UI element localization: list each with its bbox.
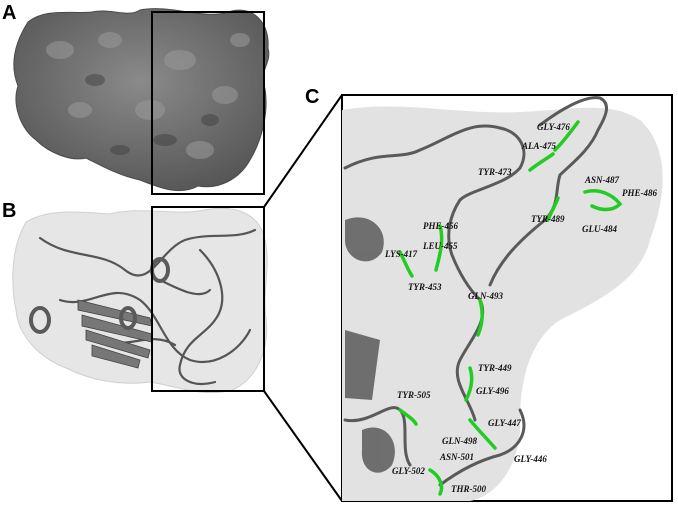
residue-label: TYR-505 (397, 390, 431, 400)
residue-label: PHE-486 (622, 188, 657, 198)
panel-b-cartoon (12, 94, 343, 502)
residue-label: THR-500 (451, 484, 486, 494)
zoom-line-bottom (263, 390, 343, 502)
panel-c-letter: C (305, 86, 320, 108)
residue-label: GLY-476 (537, 122, 570, 132)
residue-label: ASN-501 (439, 452, 474, 462)
residue-label: ALA-475 (521, 141, 557, 151)
panel-c-zoom: GLY-476 ALA-475 TYR-473 ASN-487 PHE-486 … (341, 94, 673, 502)
residue-label: TYR-449 (478, 363, 512, 373)
residue-labels: GLY-476 ALA-475 TYR-473 ASN-487 PHE-486 … (384, 122, 657, 494)
residue-label: GLY-447 (488, 418, 521, 428)
residue-label: TYR-489 (531, 214, 565, 224)
panel-a-zoom-box (151, 11, 265, 195)
residue-label: GLU-484 (582, 224, 617, 234)
residue-label: LEU-455 (422, 241, 458, 251)
residue-label: GLY-496 (476, 386, 509, 396)
residue-label: LYS-417 (384, 249, 418, 259)
panel-a-letter: A (2, 2, 17, 24)
residue-label: ASN-487 (584, 175, 620, 185)
residue-label: GLN-493 (468, 291, 503, 301)
residue-label: GLN-498 (442, 436, 477, 446)
residue-label: TYR-453 (408, 282, 442, 292)
residue-label: GLY-446 (514, 454, 547, 464)
zoom-line-top (263, 94, 343, 208)
panel-b-letter: B (2, 200, 17, 222)
panel-b-zoom-box (151, 206, 265, 392)
residue-label: GLY-502 (392, 466, 425, 476)
panel-a-surface (13, 8, 270, 195)
residue-label: TYR-473 (478, 167, 512, 177)
residue-label: PHE-456 (423, 221, 458, 231)
